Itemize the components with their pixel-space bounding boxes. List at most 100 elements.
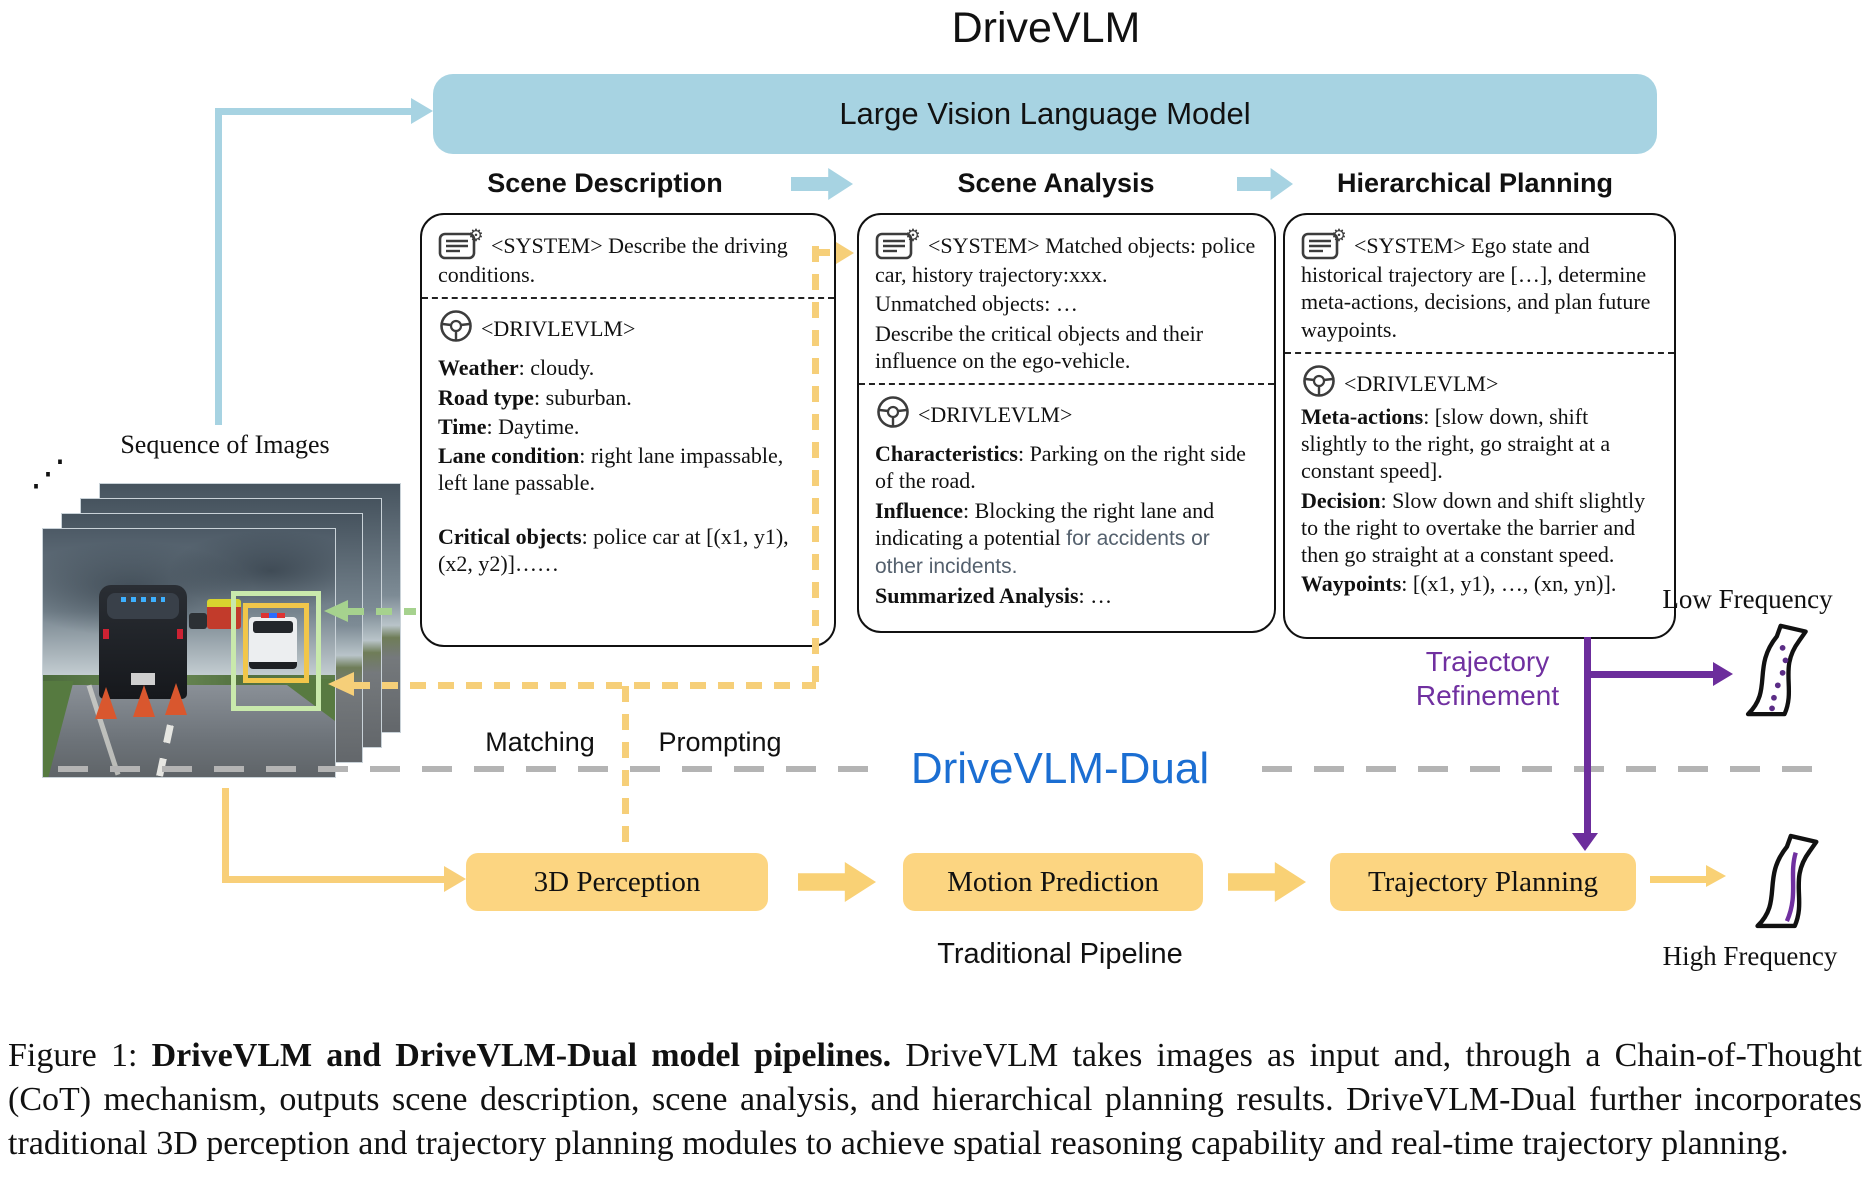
prompting-arrowhead-icon: [836, 242, 854, 264]
steering-wheel-icon: [440, 310, 472, 343]
traffic-cone: [165, 683, 187, 715]
field-characteristics: Characteristics: Parking on the right si…: [875, 441, 1246, 494]
refinement-line-vertical: [1584, 637, 1591, 835]
prompting-dashed-elbow: [814, 249, 838, 256]
images-to-perception-arrowhead-icon: [444, 866, 466, 892]
images-to-lvlm-line-horizontal: [215, 108, 413, 115]
drivevlm-dual-label: DriveVLM-Dual: [910, 744, 1210, 793]
header-hierarchical-planning: Hierarchical Planning: [1336, 168, 1614, 198]
green-match-dashed-line: [348, 608, 416, 615]
refinement-line-horizontal: [1587, 671, 1715, 678]
system-prompt-text: <SYSTEM> Matched objects: police car, hi…: [875, 233, 1256, 287]
traffic-cone: [133, 685, 155, 717]
police-car: [249, 613, 297, 669]
arrow-analysis-to-planning-icon: [1237, 168, 1293, 200]
prompting-dashed-line-up: [812, 246, 819, 688]
images-to-perception-line-vertical: [222, 788, 229, 883]
trajectory-planning-label: Trajectory Planning: [1367, 865, 1599, 898]
trajectory-refinement-label: Trajectory Refinement: [1415, 646, 1560, 711]
field-meta-actions: Meta-actions: [slow down, shift slightly…: [1301, 403, 1611, 484]
system-prompt-icon: ⚙: [875, 227, 921, 260]
caption-body: DriveVLM takes images as input and, thro…: [8, 1037, 1862, 1162]
agent-tag-text: <DRIVLEVLM>: [1344, 370, 1499, 396]
lvlm-box: Large Vision Language Model: [433, 74, 1657, 154]
system-prompt-icon: ⚙: [1301, 227, 1347, 260]
green-match-arrowhead-icon: [324, 600, 348, 622]
agent-tag-text: <DRIVLEVLM>: [918, 402, 1073, 428]
agent-line: <DRIVLEVLM>: [1301, 363, 1658, 399]
caption-bold-title: DriveVLM and DriveVLM-Dual model pipelin…: [151, 1037, 892, 1074]
suv-police-lights: [121, 597, 165, 602]
3d-perception-box: 3D Perception: [466, 853, 768, 911]
figure-title: DriveVLM: [951, 4, 1141, 52]
field-summarized-analysis: Summarized Analysis: …: [875, 582, 1113, 608]
traffic-cone: [95, 687, 117, 719]
system-prompt-line: ⚙ <SYSTEM> Describe the driving conditio…: [438, 227, 818, 288]
perception-to-motion-arrow-icon: [798, 862, 876, 902]
system-prompt-text: <SYSTEM> Describe the driving conditions…: [438, 233, 788, 287]
svg-text:⚙: ⚙: [1331, 227, 1346, 246]
header-scene-description: Scene Description: [487, 168, 723, 198]
agent-tag-text: <DRIVLEVLM>: [481, 316, 636, 342]
steering-wheel-icon: [877, 396, 909, 428]
system-prompt-text: <SYSTEM> Ego state and historical trajec…: [1301, 233, 1651, 342]
detection-bbox-green: [231, 591, 321, 711]
images-to-lvlm-line-vertical: [215, 110, 222, 425]
system-describe-line: Describe the critical objects and their …: [875, 320, 1204, 373]
agent-line: <DRIVLEVLM>: [875, 394, 1258, 430]
images-to-lvlm-arrowhead-icon: [411, 98, 433, 124]
field-road-type: Road type: suburban.: [438, 384, 632, 410]
field-lane-condition: Lane condition: right lane impassable, l…: [438, 443, 784, 496]
trajectory-to-output-line: [1650, 876, 1708, 883]
field-weather: Weather: cloudy.: [438, 355, 595, 381]
sequence-of-images-label: Sequence of Images: [120, 430, 330, 459]
system-prompt-line: ⚙ <SYSTEM> Matched objects: police car, …: [875, 227, 1258, 288]
low-frequency-road-icon: [1745, 623, 1808, 717]
trajectory-planning-box: Trajectory Planning: [1330, 853, 1636, 911]
system-prompt-icon: ⚙: [438, 227, 484, 260]
card-divider: [859, 383, 1274, 386]
police-light-bar: [261, 613, 285, 618]
svg-text:⚙: ⚙: [468, 227, 483, 246]
high-frequency-label: High Frequency: [1662, 941, 1838, 971]
motion-to-trajectory-arrow-icon: [1228, 862, 1306, 902]
agent-line: <DRIVLEVLM>: [438, 308, 818, 344]
field-critical-objects: Critical objects: police car at [(x1, y1…: [438, 523, 789, 576]
field-decision: Decision: Slow down and shift slightly t…: [1301, 487, 1646, 568]
system-prompt-line: ⚙ <SYSTEM> Ego state and historical traj…: [1301, 227, 1658, 343]
header-scene-analysis: Scene Analysis: [957, 168, 1155, 198]
dual-divider-left: [58, 766, 870, 772]
images-to-perception-line-horizontal: [222, 876, 446, 883]
suv-taillight: [103, 629, 109, 639]
motion-prediction-box: Motion Prediction: [903, 853, 1203, 911]
steering-wheel-icon: [1303, 364, 1335, 397]
detection-bbox-yellow: [243, 603, 309, 683]
arrow-description-to-analysis-icon: [791, 168, 853, 200]
scene-analysis-card: ⚙ <SYSTEM> Matched objects: police car, …: [857, 213, 1276, 633]
low-frequency-label: Low Frequency: [1662, 584, 1833, 614]
hierarchical-planning-card: ⚙ <SYSTEM> Ego state and historical traj…: [1283, 213, 1676, 639]
refinement-arrowhead-down-icon: [1572, 833, 1598, 851]
caption-prefix: Figure 1:: [8, 1037, 152, 1074]
matching-dashed-line: [354, 682, 816, 689]
field-influence: Influence: Blocking the right lane and i…: [875, 497, 1215, 578]
police-bumper: [249, 662, 297, 669]
prompting-dashed-line-down: [622, 686, 629, 853]
refinement-arrowhead-right-icon: [1713, 662, 1733, 686]
traditional-pipeline-label: Traditional Pipeline: [937, 938, 1183, 970]
suv-license-plate: [131, 673, 155, 685]
system-unmatched-line: Unmatched objects: …: [875, 291, 1078, 317]
dual-divider-right: [1262, 766, 1818, 772]
lvlm-label: Large Vision Language Model: [839, 96, 1251, 131]
scene-description-card: ⚙ <SYSTEM> Describe the driving conditio…: [420, 213, 836, 647]
trajectory-to-output-arrowhead-icon: [1706, 865, 1726, 887]
prompting-label: Prompting: [658, 727, 782, 757]
card-divider: [422, 297, 834, 300]
ego-front-suv: [99, 585, 187, 699]
matching-label: Matching: [485, 727, 595, 757]
field-waypoints: Waypoints: [(x1, y1), …, (xn, yn)].: [1301, 571, 1617, 597]
suv-taillight: [177, 629, 183, 639]
field-time: Time: Daytime.: [438, 413, 580, 439]
camera-frame-front: [42, 528, 336, 778]
